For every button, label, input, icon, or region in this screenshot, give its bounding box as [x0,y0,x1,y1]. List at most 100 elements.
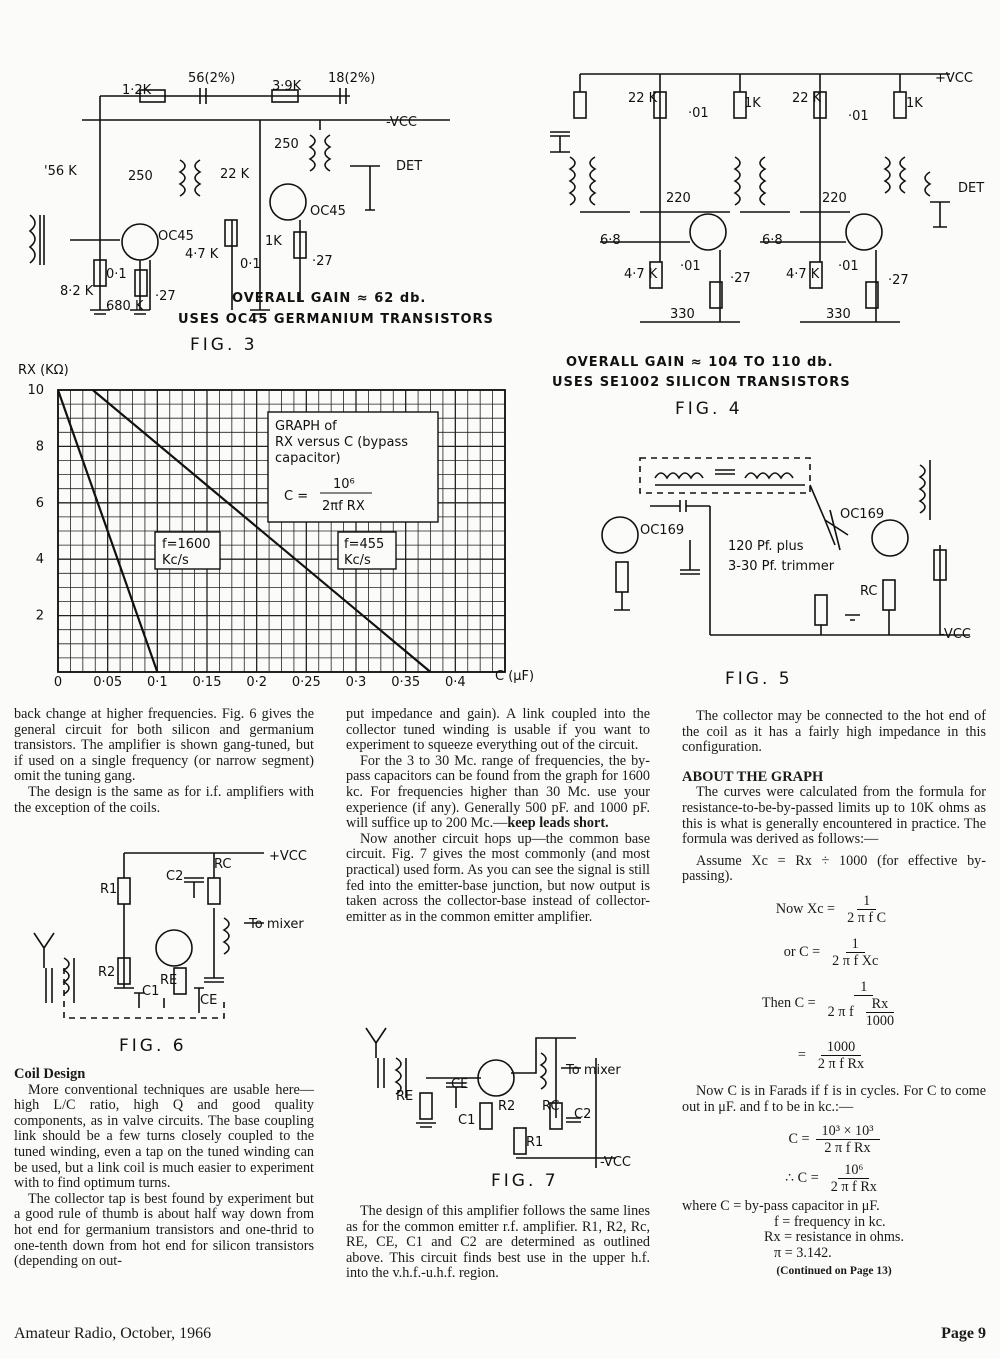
where-line: f = frequency in kc. [774,1213,886,1230]
fig3-label: 18(2%) [328,71,375,86]
column-1: back change at higher frequencies. Fig. … [14,706,314,816]
paragraph: Assume Xc = Rx ÷ 1000 (for effective by-… [682,852,986,885]
fig6-label: R2 [98,965,115,980]
paragraph: back change at higher frequencies. Fig. … [14,706,314,785]
fig3-label: -VCC [386,115,417,130]
fig5-caption: FIG. 5 [725,669,793,689]
fig3-label: OC45 [310,204,346,219]
fig7-label: RE [396,1089,413,1104]
paragraph: Now C is in Farads if f is in cycles. Fo… [682,1082,986,1115]
where-line: Rx = resistance in ohms. [764,1229,905,1246]
paragraph: put impedance and gain). A link coupled … [346,706,650,754]
emphasis: keep leads short. [507,815,609,832]
paragraph: The collector tap is best found by exper… [14,1190,314,1270]
formula-denominator: 2 π f C [847,909,887,926]
fig3-label: 22 K [220,167,250,182]
fig4-label: 1K [906,96,923,111]
paragraph: For the 3 to 30 Mc. range of frequencies… [346,752,650,832]
series-label-1600: f=1600 Kc/s [154,531,221,570]
y-tick-label: 2 [36,609,44,624]
fig5-label: 3-30 Pf. trimmer [728,559,835,574]
fig5-label: OC169 [640,523,684,538]
fig4-transistor-note: USES SE1002 SILICON TRANSISTORS [552,375,851,390]
fig4-schematic: +VCC 22 K 1K 22 K 1K ·01 ·01 220 220 DET… [550,71,984,419]
fig3-label: 1·2K [122,83,152,98]
formula-lhs: ∴ C = [785,1169,819,1186]
fig4-label: 22 K [792,91,822,106]
x-tick-label: 0·2 [246,675,267,690]
series-label-455: f=455 Kc/s [337,531,397,570]
fig7-label: CE [451,1077,468,1092]
paragraph: The collector may be connected to the ho… [682,708,986,756]
fig3-label: 0·1 [240,257,261,272]
fig4-label: ·01 [838,259,859,274]
x-tick-label: 0·15 [193,675,222,690]
column-1-continued: Coil Design More conventional techniques… [14,1066,314,1270]
fig4-label: ·01 [680,259,701,274]
fig3-gain-note: OVERALL GAIN ≈ 62 db. [232,291,426,306]
fig3-label: 56(2%) [188,71,235,86]
formula-lhs: C = [788,1130,810,1147]
formula-numerator: 1 [854,979,874,996]
fig5-label: -VCC [940,627,971,642]
x-tick-label: 0·25 [292,675,321,690]
fig3-label: 8·2 K [60,284,94,299]
fig4-label: +VCC [935,71,973,86]
plot-frame [57,389,506,673]
fig5-label: 120 Pf. plus [728,539,804,554]
fig6-label: +VCC [269,849,307,864]
fig3-label: 680 K [106,299,144,314]
fig4-label: ·01 [848,109,869,124]
fig3-label: 1K [265,234,282,249]
fig6-label: CE [200,993,217,1008]
formula-denominator: 2 π f Xc [832,952,879,969]
y-tick-label: 6 [36,496,44,511]
fig4-label: 220 [822,191,847,206]
series-label-line: f=1600 [162,537,211,552]
column-2-continued: The design of this amplifier follows the… [346,1203,650,1282]
footer-left: Amateur Radio, October, 1966 [14,1325,212,1342]
y-tick-label: 10 [27,383,44,398]
fig3-label: 3·9K [272,79,302,94]
fig7-label: -VCC [600,1155,631,1170]
fig6-label: C2 [166,869,183,884]
fig7-label: R1 [526,1135,543,1150]
fig7-label: R2 [498,1099,515,1114]
coil-design-heading: Coil Design [14,1066,86,1082]
fig4-label: 22 K [628,91,658,106]
fig3-transistor-note: USES OC45 GERMANIUM TRANSISTORS [178,312,494,327]
graph-annotation-line: GRAPH of [275,419,337,434]
fig3-label: 250 [274,137,299,152]
formula-lhs: Now Xc = [775,900,836,917]
fig6-label: To mixer [248,917,304,932]
series-label-line: Kc/s [162,553,189,568]
paragraph: The design of this amplifier follows the… [346,1203,650,1282]
formula-denominator: 2 π f Rx [824,1140,871,1157]
series-line [56,389,159,673]
graph-formula-lhs: C = [284,489,308,504]
paragraph: The design is the same as for i.f. ampli… [14,783,314,816]
fig3-label: 0·1 [106,267,127,282]
fig4-label: 6·8 [762,233,783,248]
y-axis-label: RX (KΩ) [18,363,69,378]
fig4-label: DET [958,181,984,196]
formula-lhs: or C = [783,943,821,960]
fig7-schematic: To mixer CE RE R2 C1 RC C2 R1 -VCC FIG. … [365,1027,631,1191]
series-label-line: Kc/s [344,553,371,568]
fig3-schematic: 1·2K 56(2%) 3·9K 18(2%) -VCC 250 DET '56… [28,71,493,355]
series-label-line: f=455 [344,537,384,552]
fig3-label: ·27 [312,254,333,269]
graph-annotation-box: GRAPH of RX versus C (bypass capacitor) … [267,411,439,523]
x-tick-label: 0 [54,675,62,690]
about-graph-heading: ABOUT THE GRAPH [682,768,824,785]
fig4-caption: FIG. 4 [675,399,743,419]
formula-denominator: 2 π f Rx [817,1055,865,1072]
paragraph-text: For the 3 to 30 Mc. range of frequencies… [346,752,650,832]
paragraph: Now another circuit hops up—the common b… [346,830,650,925]
formula-numerator: 1000 [820,1039,862,1056]
fig6-schematic: RC +VCC C2 R1 To mixer R2 C1 RE CE FIG. … [33,849,307,1056]
